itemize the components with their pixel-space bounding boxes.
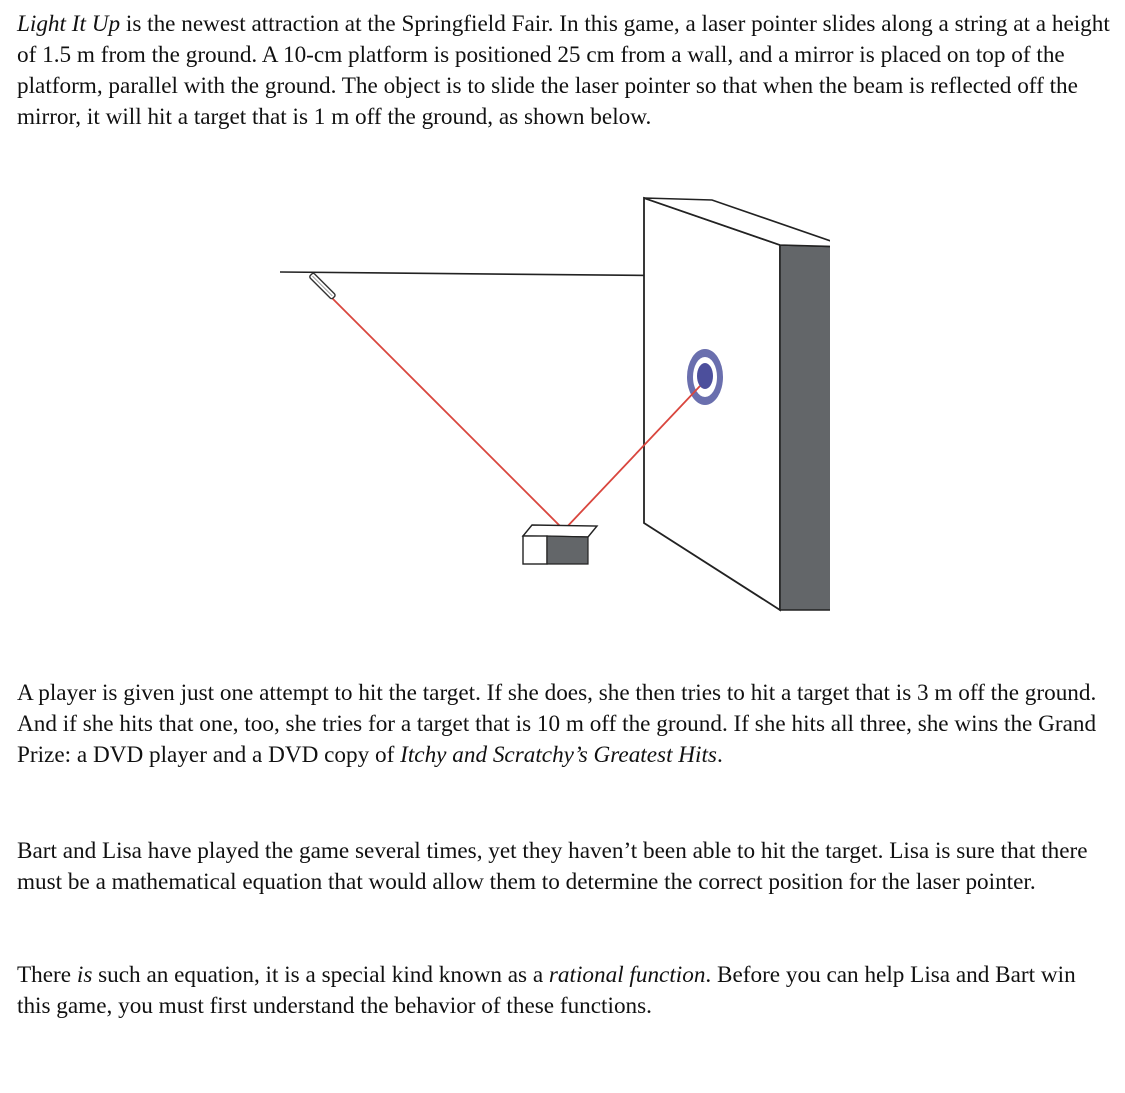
incident-beam: [329, 295, 565, 531]
intro-paragraph: Light It Up is the newest attraction at …: [17, 9, 1112, 133]
laser-game-illustration: [270, 190, 830, 620]
intro-text: is the newest attraction at the Springfi…: [17, 11, 1110, 130]
laser-pointer: [309, 272, 336, 300]
reflected-beam: [563, 385, 701, 531]
wall-front: [643, 196, 781, 612]
mirror-top: [521, 524, 599, 538]
prize-title: Itchy and Scratchy’s Greatest Hits: [400, 742, 717, 768]
platform-front: [522, 535, 548, 565]
rules-end: .: [716, 742, 723, 768]
game-title: Light It Up: [17, 11, 121, 37]
emphasis-is: is: [76, 962, 93, 988]
conclusion-end: . Before you can help Lisa and Bart win …: [17, 962, 1076, 1019]
rules-paragraph: A player is given just one attempt to hi…: [17, 678, 1112, 771]
laser-game-svg: [279, 196, 830, 612]
problem-text: Bart and Lisa have played the game sever…: [17, 838, 1088, 895]
platform-side: [546, 535, 589, 565]
conclusion-paragraph: There is such an equation, it is a speci…: [17, 960, 1112, 1022]
rational-function-term: rational function: [548, 962, 706, 988]
problem-paragraph: Bart and Lisa have played the game sever…: [17, 836, 1112, 898]
string-line: [279, 271, 707, 277]
wall-side: [779, 244, 830, 611]
conclusion-middle: such an equation, it is a special kind k…: [92, 962, 549, 988]
wall-top: [643, 197, 830, 248]
target-center: [697, 363, 713, 389]
conclusion-start: There: [17, 962, 77, 988]
rules-text: A player is given just one attempt to hi…: [17, 680, 1097, 768]
